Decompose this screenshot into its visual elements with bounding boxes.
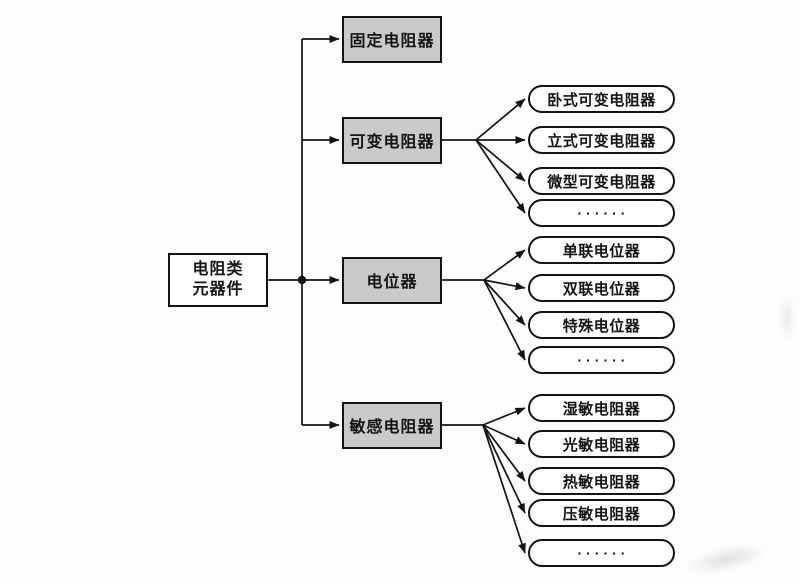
root-node-resistor-components: 电阻类 元器件 (168, 253, 268, 307)
branch-fixed-resistor: 固定电阻器 (342, 15, 442, 63)
leaf-photo-sensitive-resistor: 光敏电阻器 (528, 430, 675, 458)
branch-sensitive-resistor: 敏感电阻器 (342, 401, 442, 449)
leaf-ellipsis-variable: ······ (528, 199, 675, 227)
leaf-special-potentiometer: 特殊电位器 (528, 311, 675, 339)
branch-variable-resistor: 可变电阻器 (342, 116, 442, 164)
leaf-ellipsis-sensitive: ······ (528, 539, 675, 567)
leaf-single-gang-potentiometer: 单联电位器 (528, 236, 675, 264)
leaf-ellipsis-potentiometer: ······ (528, 346, 675, 374)
leaf-humidity-sensitive-resistor: 湿敏电阻器 (528, 394, 675, 422)
branch-potentiometer: 电位器 (342, 256, 442, 304)
leaf-dual-gang-potentiometer: 双联电位器 (528, 274, 675, 302)
leaf-miniature-variable-resistor: 微型可变电阻器 (528, 167, 675, 195)
root-label: 电阻类 元器件 (192, 261, 244, 298)
leaf-varistor: 压敏电阻器 (528, 499, 675, 527)
leaf-vertical-variable-resistor: 立式可变电阻器 (528, 126, 675, 154)
leaf-horizontal-variable-resistor: 卧式可变电阻器 (528, 85, 675, 113)
junction-dot (297, 275, 307, 285)
scan-smudge-edge (774, 288, 800, 348)
leaf-thermistor: 热敏电阻器 (528, 467, 675, 495)
